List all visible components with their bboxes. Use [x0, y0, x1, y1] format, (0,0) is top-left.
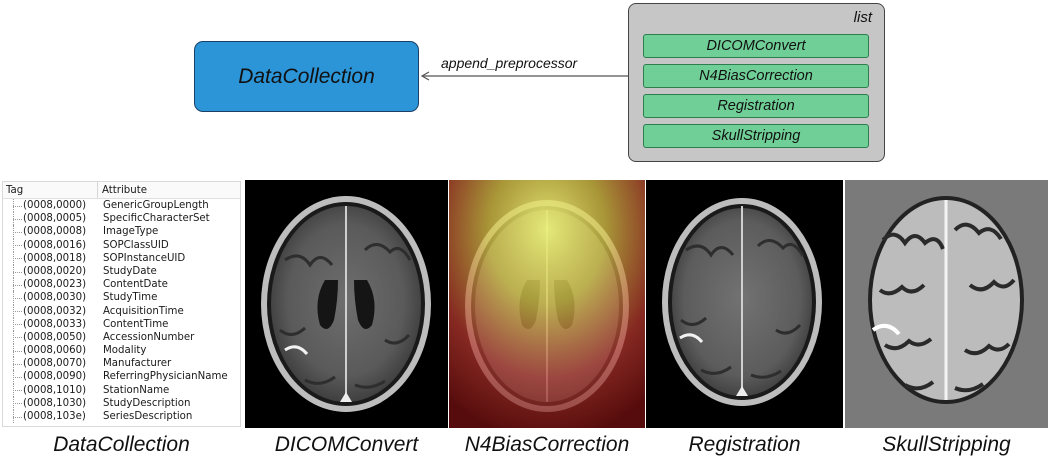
- row-attribute: Manufacturer: [103, 358, 172, 370]
- row-tag: (0008,0023): [23, 279, 87, 291]
- tree-connector: [3, 357, 23, 371]
- row-attribute: StudyDate: [103, 265, 157, 277]
- caption-registration: Registration: [688, 433, 801, 456]
- row-tag: (0008,0050): [23, 331, 87, 343]
- row-tag: (0008,0020): [23, 265, 87, 277]
- header-tag: Tag: [3, 182, 98, 198]
- table-row: (0008,0000) GenericGroupLength: [3, 199, 240, 213]
- tree-connector: [3, 251, 23, 266]
- table-row: (0008,0090) ReferringPhysicianName: [3, 370, 240, 384]
- caption-skullstripping: SkullStripping: [882, 433, 1011, 456]
- tree-connector: [3, 238, 23, 252]
- table-row: (0008,0018) SOPInstanceUID: [3, 251, 240, 266]
- tree-connector: [3, 410, 23, 424]
- preprocessor-list: list DICOMConvert N4BiasCorrection Regis…: [628, 3, 885, 162]
- list-title: list: [853, 9, 872, 26]
- table-row: (0008,0005) SpecificCharacterSet: [3, 212, 240, 226]
- mri-n4biascorrection: [449, 180, 645, 428]
- table-body: (0008,0000)GenericGroupLength(0008,0005)…: [3, 199, 240, 424]
- row-tag: (0008,0008): [23, 226, 87, 238]
- row-attribute: ImageType: [103, 226, 159, 238]
- tree-connector: [3, 278, 23, 292]
- tree-connector: [3, 317, 23, 332]
- row-attribute: ContentTime: [103, 318, 169, 330]
- table-row: (0008,0020) StudyDate: [3, 264, 240, 279]
- table-row: (0008,1010) StationName: [3, 383, 240, 398]
- datacollection-node-label: DataCollection: [238, 64, 375, 88]
- row-tag: (0008,0018): [23, 252, 87, 264]
- tree-connector: [3, 344, 23, 358]
- row-attribute: ReferringPhysicianName: [103, 371, 228, 383]
- mri-registration: [646, 180, 843, 428]
- row-attribute: AccessionNumber: [103, 331, 195, 343]
- list-item-skullstripping: SkullStripping: [643, 124, 869, 148]
- row-attribute: StudyTime: [103, 292, 158, 304]
- tree-connector: [3, 304, 23, 318]
- row-tag: (0008,0000): [23, 200, 87, 211]
- row-attribute: StationName: [103, 384, 170, 396]
- append-preprocessor-label: append_preprocessor: [441, 55, 578, 71]
- row-tag: (0008,103e): [23, 411, 86, 422]
- table-row: (0008,1030) StudyDescription: [3, 396, 240, 411]
- append-arrow: [420, 71, 628, 81]
- table-row: (0008,103e) SeriesDescription: [3, 410, 240, 424]
- row-attribute: ContentDate: [103, 279, 168, 291]
- caption-n4biascorrection: N4BiasCorrection: [464, 433, 630, 456]
- mri-skullstripping: [845, 180, 1048, 428]
- row-tag: (0008,0032): [23, 305, 87, 317]
- table-row: (0008,0070) Manufacturer: [3, 357, 240, 371]
- table-row: (0008,0023) ContentDate: [3, 278, 240, 292]
- dicom-tag-table: Tag Attribute (0008,0000) GenericGroupLen…: [2, 181, 241, 427]
- tree-connector: [3, 264, 23, 279]
- caption-datacollection: DataCollection: [53, 433, 190, 456]
- row-attribute: SpecificCharacterSet: [103, 213, 210, 225]
- tree-connector: [3, 383, 23, 398]
- table-row: (0008,0033) ContentTime: [3, 317, 240, 332]
- table-row: (0008,0030) StudyTime: [3, 291, 240, 305]
- row-attribute: StudyDescription: [103, 397, 191, 409]
- row-attribute: AcquisitionTime: [103, 305, 184, 317]
- tree-connector: [3, 199, 23, 213]
- row-tag: (0008,0090): [23, 371, 87, 383]
- row-tag: (0008,1030): [23, 397, 87, 409]
- row-tag: (0008,0005): [23, 213, 87, 225]
- row-attribute: SOPClassUID: [103, 239, 169, 251]
- table-header: Tag Attribute: [3, 182, 240, 199]
- table-row: (0008,0016) SOPClassUID: [3, 238, 240, 252]
- table-row: (0008,0032) AcquisitionTime: [3, 304, 240, 318]
- caption-dicomconvert: DICOMConvert: [274, 433, 419, 456]
- row-tag: (0008,0033): [23, 318, 87, 330]
- table-row: (0008,0050) AccessionNumber: [3, 330, 240, 345]
- datacollection-node: DataCollection: [194, 41, 419, 112]
- row-attribute: SOPInstanceUID: [103, 252, 186, 264]
- row-attribute: SeriesDescription: [103, 411, 193, 422]
- list-item-registration: Registration: [643, 94, 869, 118]
- header-attribute: Attribute: [102, 185, 147, 196]
- list-item-n4biascorrection: N4BiasCorrection: [643, 64, 869, 88]
- list-item-dicomconvert: DICOMConvert: [643, 34, 869, 58]
- tree-connector: [3, 396, 23, 411]
- tree-connector: [3, 291, 23, 305]
- row-tag: (0008,0070): [23, 358, 87, 370]
- mri-dicomconvert: [245, 180, 448, 428]
- row-tag: (0008,1010): [23, 384, 87, 396]
- row-tag: (0008,0016): [23, 239, 87, 251]
- table-row: (0008,0060) Modality: [3, 344, 240, 358]
- tree-connector: [3, 225, 23, 239]
- table-row: (0008,0008) ImageType: [3, 225, 240, 239]
- row-attribute: GenericGroupLength: [103, 200, 209, 211]
- tree-connector: [3, 212, 23, 226]
- row-tag: (0008,0060): [23, 345, 87, 357]
- row-tag: (0008,0030): [23, 292, 87, 304]
- tree-connector: [3, 370, 23, 384]
- tree-connector: [3, 330, 23, 345]
- row-attribute: Modality: [103, 345, 147, 357]
